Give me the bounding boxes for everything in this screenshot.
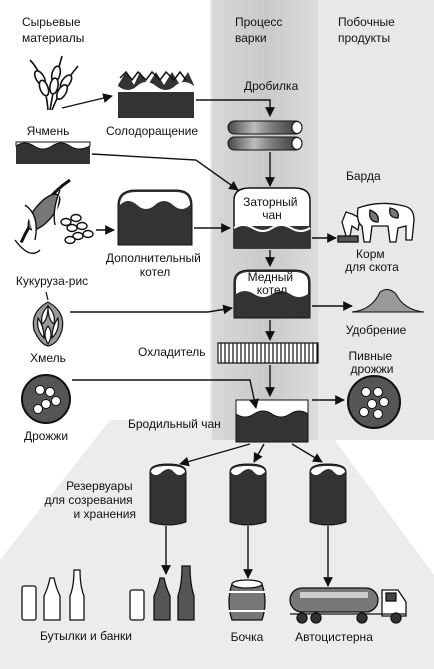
cooler-coils <box>217 342 319 364</box>
arrow-hops-to-copper <box>70 304 233 315</box>
process-header: Процесс варки <box>235 15 286 45</box>
fertilizer-label: Удобрение <box>346 323 407 337</box>
fermenter-label: Бродильный чан <box>128 417 221 431</box>
maturation-tank-2 <box>229 463 267 526</box>
yeast-icon <box>21 374 71 424</box>
arrow-fermenter-to-tank3 <box>291 443 323 463</box>
crusher-label: Дробилка <box>244 79 299 93</box>
copper-boiler-label: Медный котел <box>248 270 297 297</box>
barrel-label: Бочка <box>231 630 264 644</box>
hops-label: Хмель <box>30 351 66 365</box>
truck-icon <box>289 587 407 624</box>
arrow-barley-to-malting <box>61 93 113 109</box>
bottle-fill-icon <box>129 565 195 621</box>
beer-yeast-label: Пивные дрожжи <box>349 349 396 376</box>
fertilizer-pile-icon <box>351 288 425 313</box>
spent-grain-label: Барда <box>346 169 381 183</box>
bottle-icon <box>21 569 85 621</box>
cow-icon <box>337 202 415 243</box>
additional-boiler <box>117 189 193 246</box>
beer-yeast-icon <box>347 375 401 429</box>
copper-boiler <box>233 269 311 319</box>
barrel-icon <box>228 579 266 621</box>
additional-boiler-label: Дополнительный котел <box>106 251 204 279</box>
corn-rice-label: Кукуруза-рис <box>16 274 88 288</box>
corn-icon <box>14 178 94 254</box>
arrow-fermenter-to-tank1 <box>179 443 251 467</box>
steeping-tank <box>15 141 91 164</box>
animal-feed-label: Корм для скота <box>345 247 399 274</box>
arrow-yeast-to-fermenter <box>72 379 259 409</box>
malting-tank <box>118 70 194 118</box>
raw-materials-header: Сырьевые материалы <box>22 15 84 45</box>
crusher-rollers <box>227 120 303 151</box>
maturation-tanks-label: Резервуары для созревания и хранения <box>45 479 136 521</box>
wheat-icon <box>29 55 79 111</box>
bottles-cans-label: Бутылки и банки <box>40 629 132 643</box>
mash-tun-label: Заторный чан <box>243 195 301 222</box>
byproducts-header: Побочные продукты <box>338 15 398 45</box>
mash-tun <box>233 187 311 249</box>
hops-icon <box>32 291 64 347</box>
cooler-label: Охладитель <box>138 345 205 359</box>
arrow-malting-to-crusher <box>196 99 275 117</box>
flow-arrows <box>61 93 353 587</box>
arrow-fermenter-to-tank2 <box>253 443 265 463</box>
maturation-tank-3 <box>309 463 347 526</box>
arrow-steep-to-mash <box>91 153 239 191</box>
maturation-tank-1 <box>149 463 187 526</box>
yeast-label: Дрожжи <box>24 429 68 443</box>
tanker-truck-label: Автоцистерна <box>295 630 373 644</box>
fermenter <box>235 399 309 443</box>
malting-label: Солодоращение <box>106 124 198 138</box>
barley-label: Ячмень <box>27 124 70 138</box>
